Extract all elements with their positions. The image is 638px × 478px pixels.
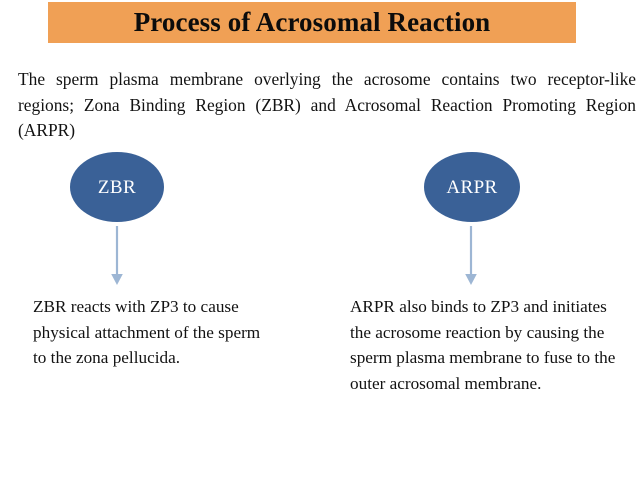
node-arpr: ARPR [424, 152, 520, 222]
intro-paragraph: The sperm plasma membrane overlying the … [18, 69, 636, 141]
down-arrow-icon-arpr [465, 226, 477, 285]
node-zbr-label: ZBR [97, 176, 137, 198]
node-arpr-label: ARPR [446, 176, 498, 198]
description-zbr: ZBR reacts with ZP3 to cause physical at… [33, 297, 261, 367]
description-arpr: ARPR also binds to ZP3 and initiates the… [350, 297, 616, 393]
page-title: Process of Acrosomal Reaction [133, 7, 491, 37]
title-banner: Process of Acrosomal Reaction [48, 2, 576, 43]
down-arrow-icon-zbr [111, 226, 123, 285]
node-zbr: ZBR [70, 152, 164, 222]
